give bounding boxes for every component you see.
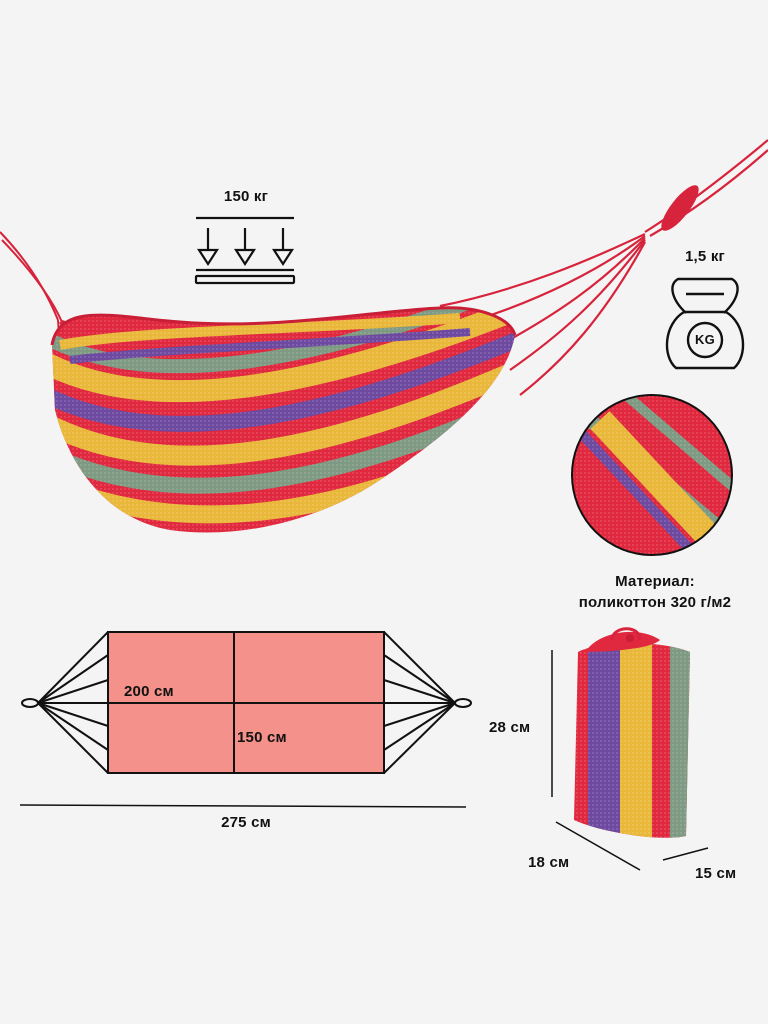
bag-depth-label: 18 см — [528, 854, 570, 871]
total-length-line — [19, 804, 467, 808]
bag-height-label: 28 см — [489, 719, 531, 736]
plan-left-strings — [21, 631, 109, 774]
bag-dimension-lines — [551, 650, 709, 871]
hammock-right-ropes — [439, 139, 768, 396]
rope-knot — [661, 185, 699, 231]
material-value: поликоттон 320 г/м2 — [578, 594, 732, 611]
bag-width-label: 15 см — [695, 865, 737, 882]
fabric-swatch — [572, 395, 732, 555]
product-weight-label: 1,5 кг — [685, 248, 725, 265]
total-length-label: 275 см — [221, 814, 271, 831]
kettlebell-badge: KG — [695, 332, 715, 347]
hammock-plan-diagram — [19, 631, 472, 808]
kettlebell-icon — [665, 277, 745, 370]
plan-right-strings — [383, 631, 472, 774]
material-title: Материал: — [615, 573, 695, 590]
bed-width-label: 150 см — [237, 729, 287, 746]
bed-length-label: 200 см — [124, 683, 174, 700]
load-capacity-label: 150 кг — [223, 188, 269, 205]
swatch-outline — [571, 394, 733, 556]
storage-bag — [574, 627, 690, 838]
weight-load-icon — [194, 216, 296, 285]
hammock-rim — [50, 306, 517, 346]
